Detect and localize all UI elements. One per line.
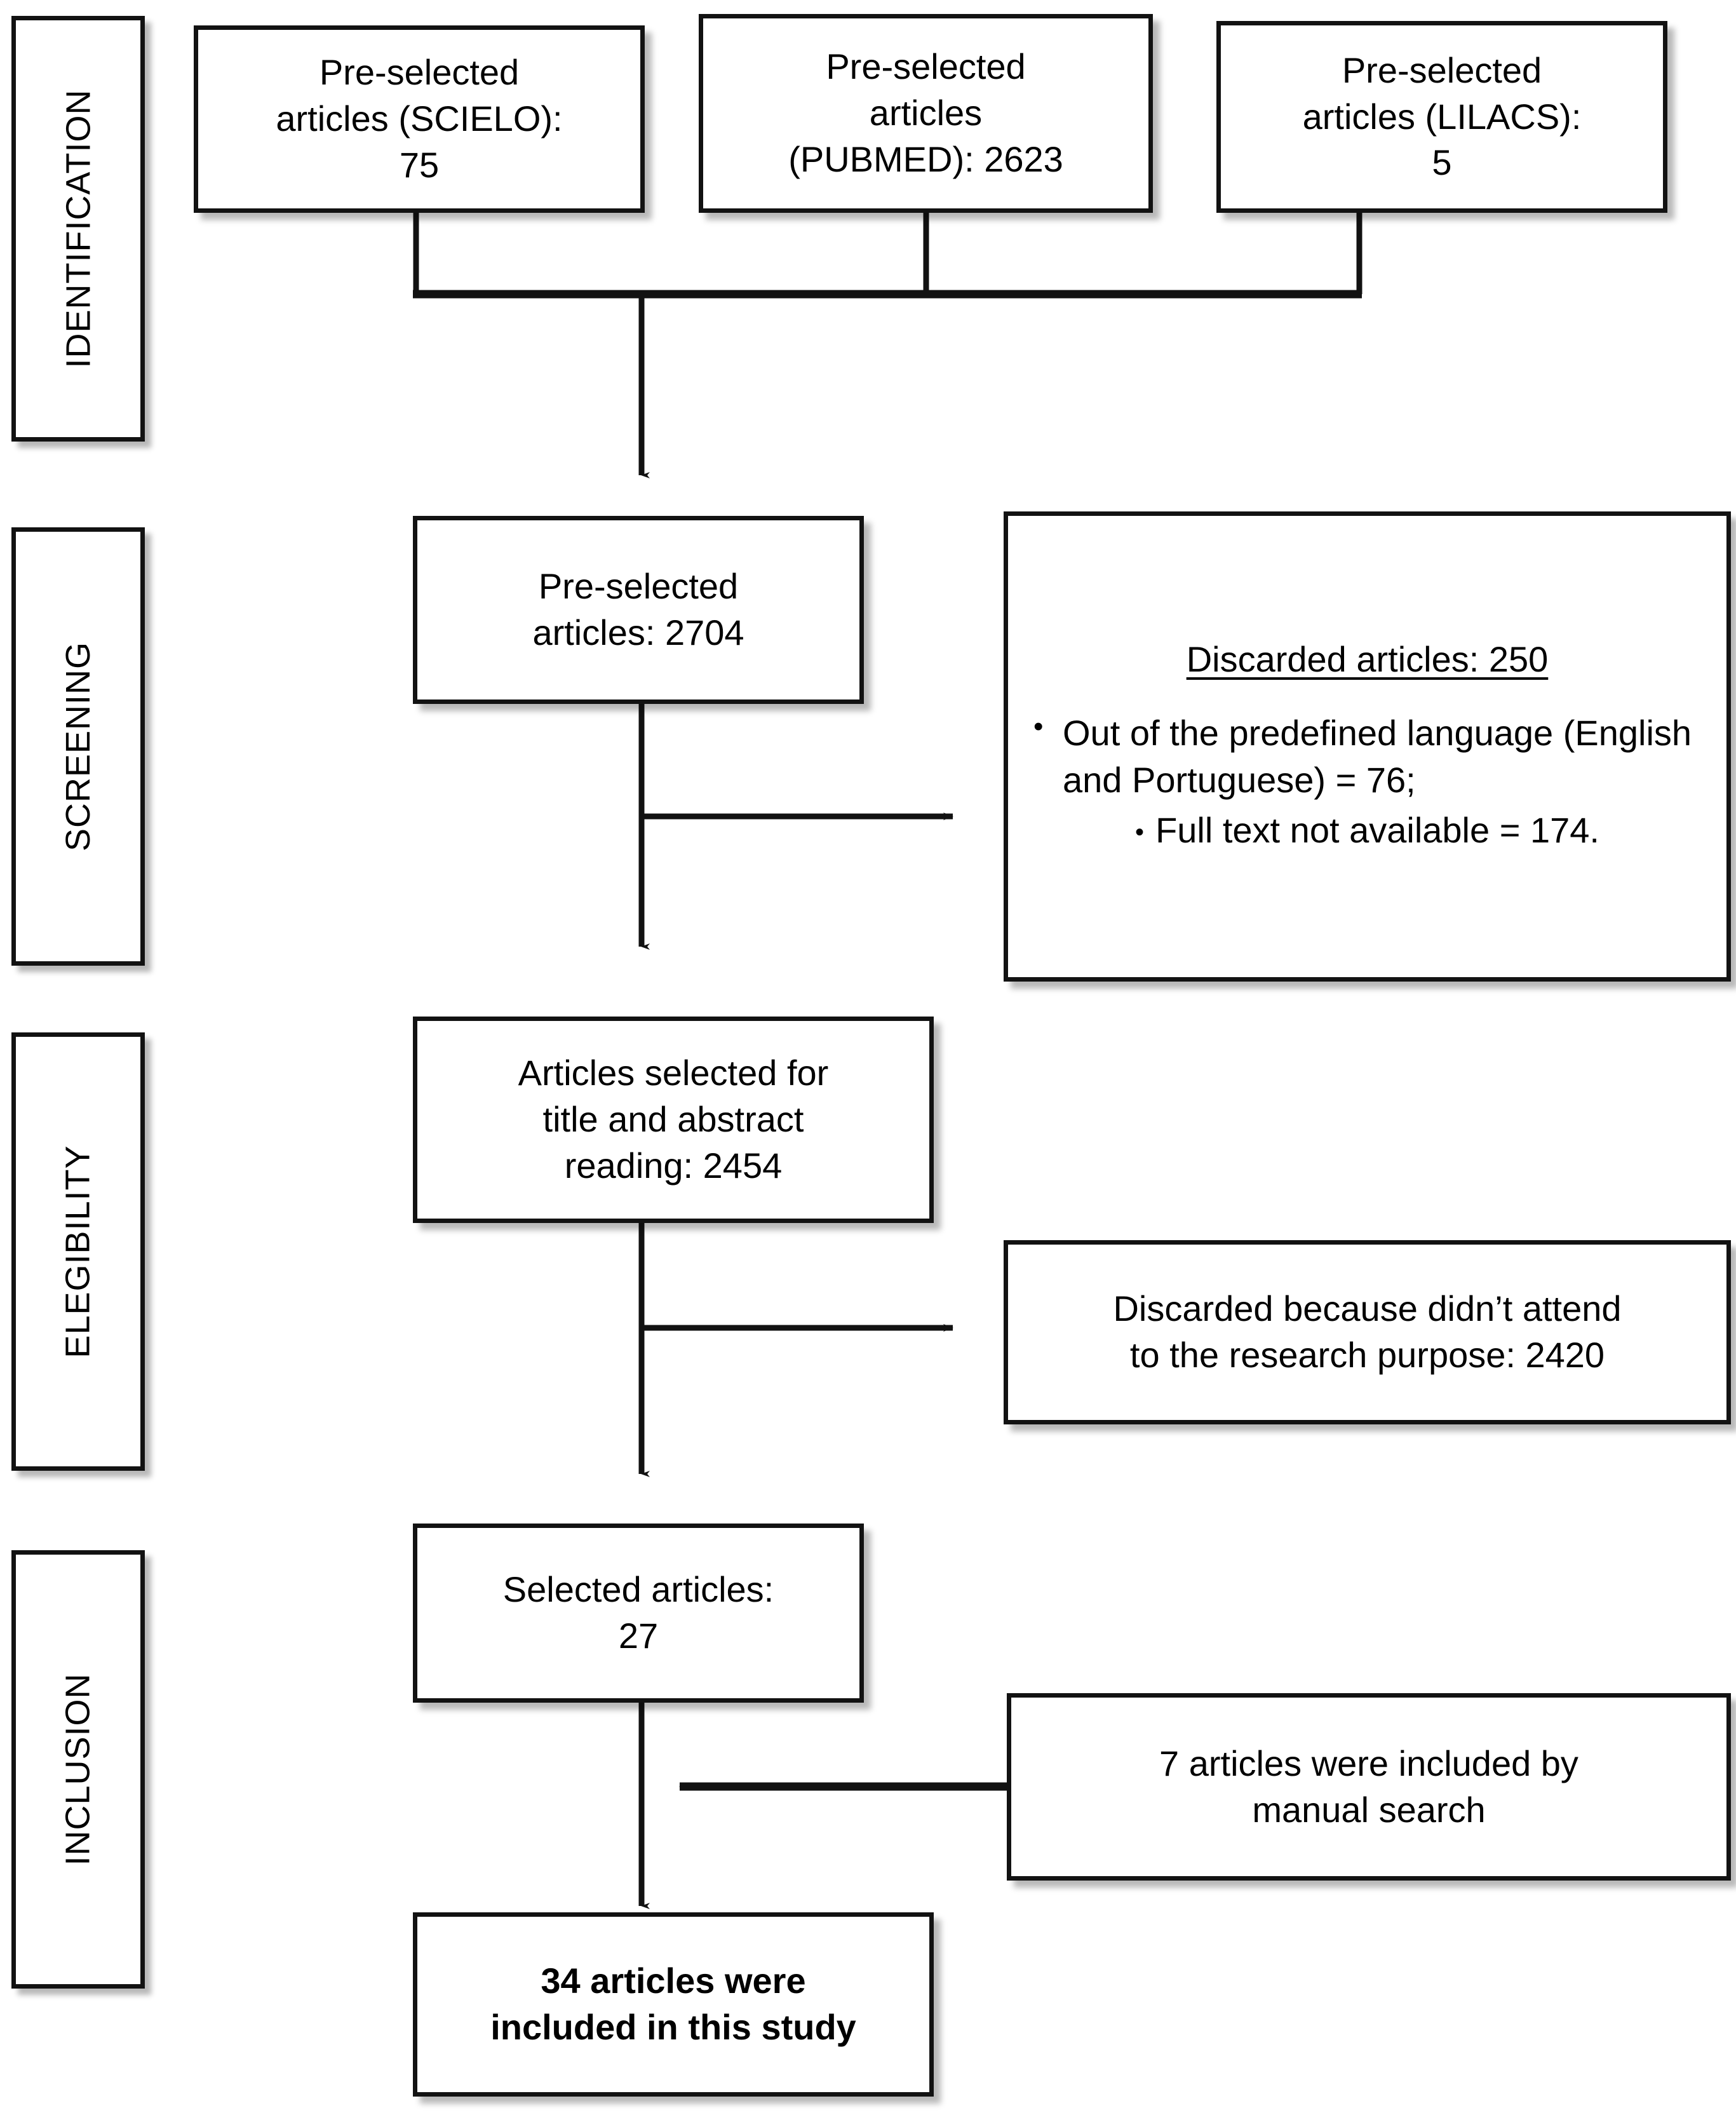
- list-item: Out of the predefined language (English …: [1022, 708, 1712, 804]
- box-final-included-text: 34 articles were included in this study: [490, 1961, 856, 2047]
- box-lilacs: Pre-selected articles (LILACS): 5: [1216, 21, 1667, 213]
- stage-identification-label: IDENTIFICATION: [59, 89, 97, 368]
- stage-identification: IDENTIFICATION: [11, 16, 145, 442]
- box-preselected-total: Pre-selected articles: 2704: [413, 516, 864, 704]
- box-scielo-text: Pre-selected articles (SCIELO): 75: [276, 52, 563, 185]
- box-title-abstract-text: Articles selected for title and abstract…: [518, 1053, 829, 1186]
- stage-elegibility: ELEGIBILITY: [11, 1032, 145, 1471]
- list-item-text: Full text not available = 174.: [1155, 809, 1599, 850]
- box-manual-search-text: 7 articles were included by manual searc…: [1159, 1743, 1578, 1830]
- box-pubmed: Pre-selected articles (PUBMED): 2623: [699, 14, 1153, 213]
- box-selected-articles-text: Selected articles: 27: [502, 1569, 774, 1656]
- stage-inclusion: INCLUSION: [11, 1550, 145, 1989]
- box-discarded-screening: Discarded articles: 250 Out of the prede…: [1004, 511, 1731, 982]
- stage-screening: SCREENING: [11, 527, 145, 966]
- box-discarded-eligibility-text: Discarded because didn’t attend to the r…: [1113, 1288, 1622, 1375]
- discarded-screening-title: Discarded articles: 250: [1186, 639, 1549, 679]
- discarded-screening-body: Discarded articles: 250 Out of the prede…: [1022, 637, 1712, 856]
- stage-screening-label: SCREENING: [59, 641, 98, 852]
- list-item: • Full text not available = 174.: [1022, 807, 1712, 854]
- box-title-abstract: Articles selected for title and abstract…: [413, 1017, 934, 1223]
- discarded-screening-list: Out of the predefined language (English …: [1022, 708, 1712, 856]
- bullet-icon: •: [1135, 818, 1145, 847]
- stage-elegibility-label: ELEGIBILITY: [59, 1145, 98, 1358]
- box-lilacs-text: Pre-selected articles (LILACS): 5: [1302, 50, 1582, 183]
- box-scielo: Pre-selected articles (SCIELO): 75: [194, 25, 645, 213]
- box-selected-articles: Selected articles: 27: [413, 1524, 864, 1703]
- box-manual-search: 7 articles were included by manual searc…: [1007, 1693, 1731, 1881]
- box-discarded-eligibility: Discarded because didn’t attend to the r…: [1004, 1240, 1731, 1424]
- box-final-included: 34 articles were included in this study: [413, 1912, 934, 2097]
- box-pubmed-text: Pre-selected articles (PUBMED): 2623: [788, 46, 1063, 179]
- stage-inclusion-label: INCLUSION: [59, 1673, 98, 1866]
- box-preselected-total-text: Pre-selected articles: 2704: [532, 566, 744, 652]
